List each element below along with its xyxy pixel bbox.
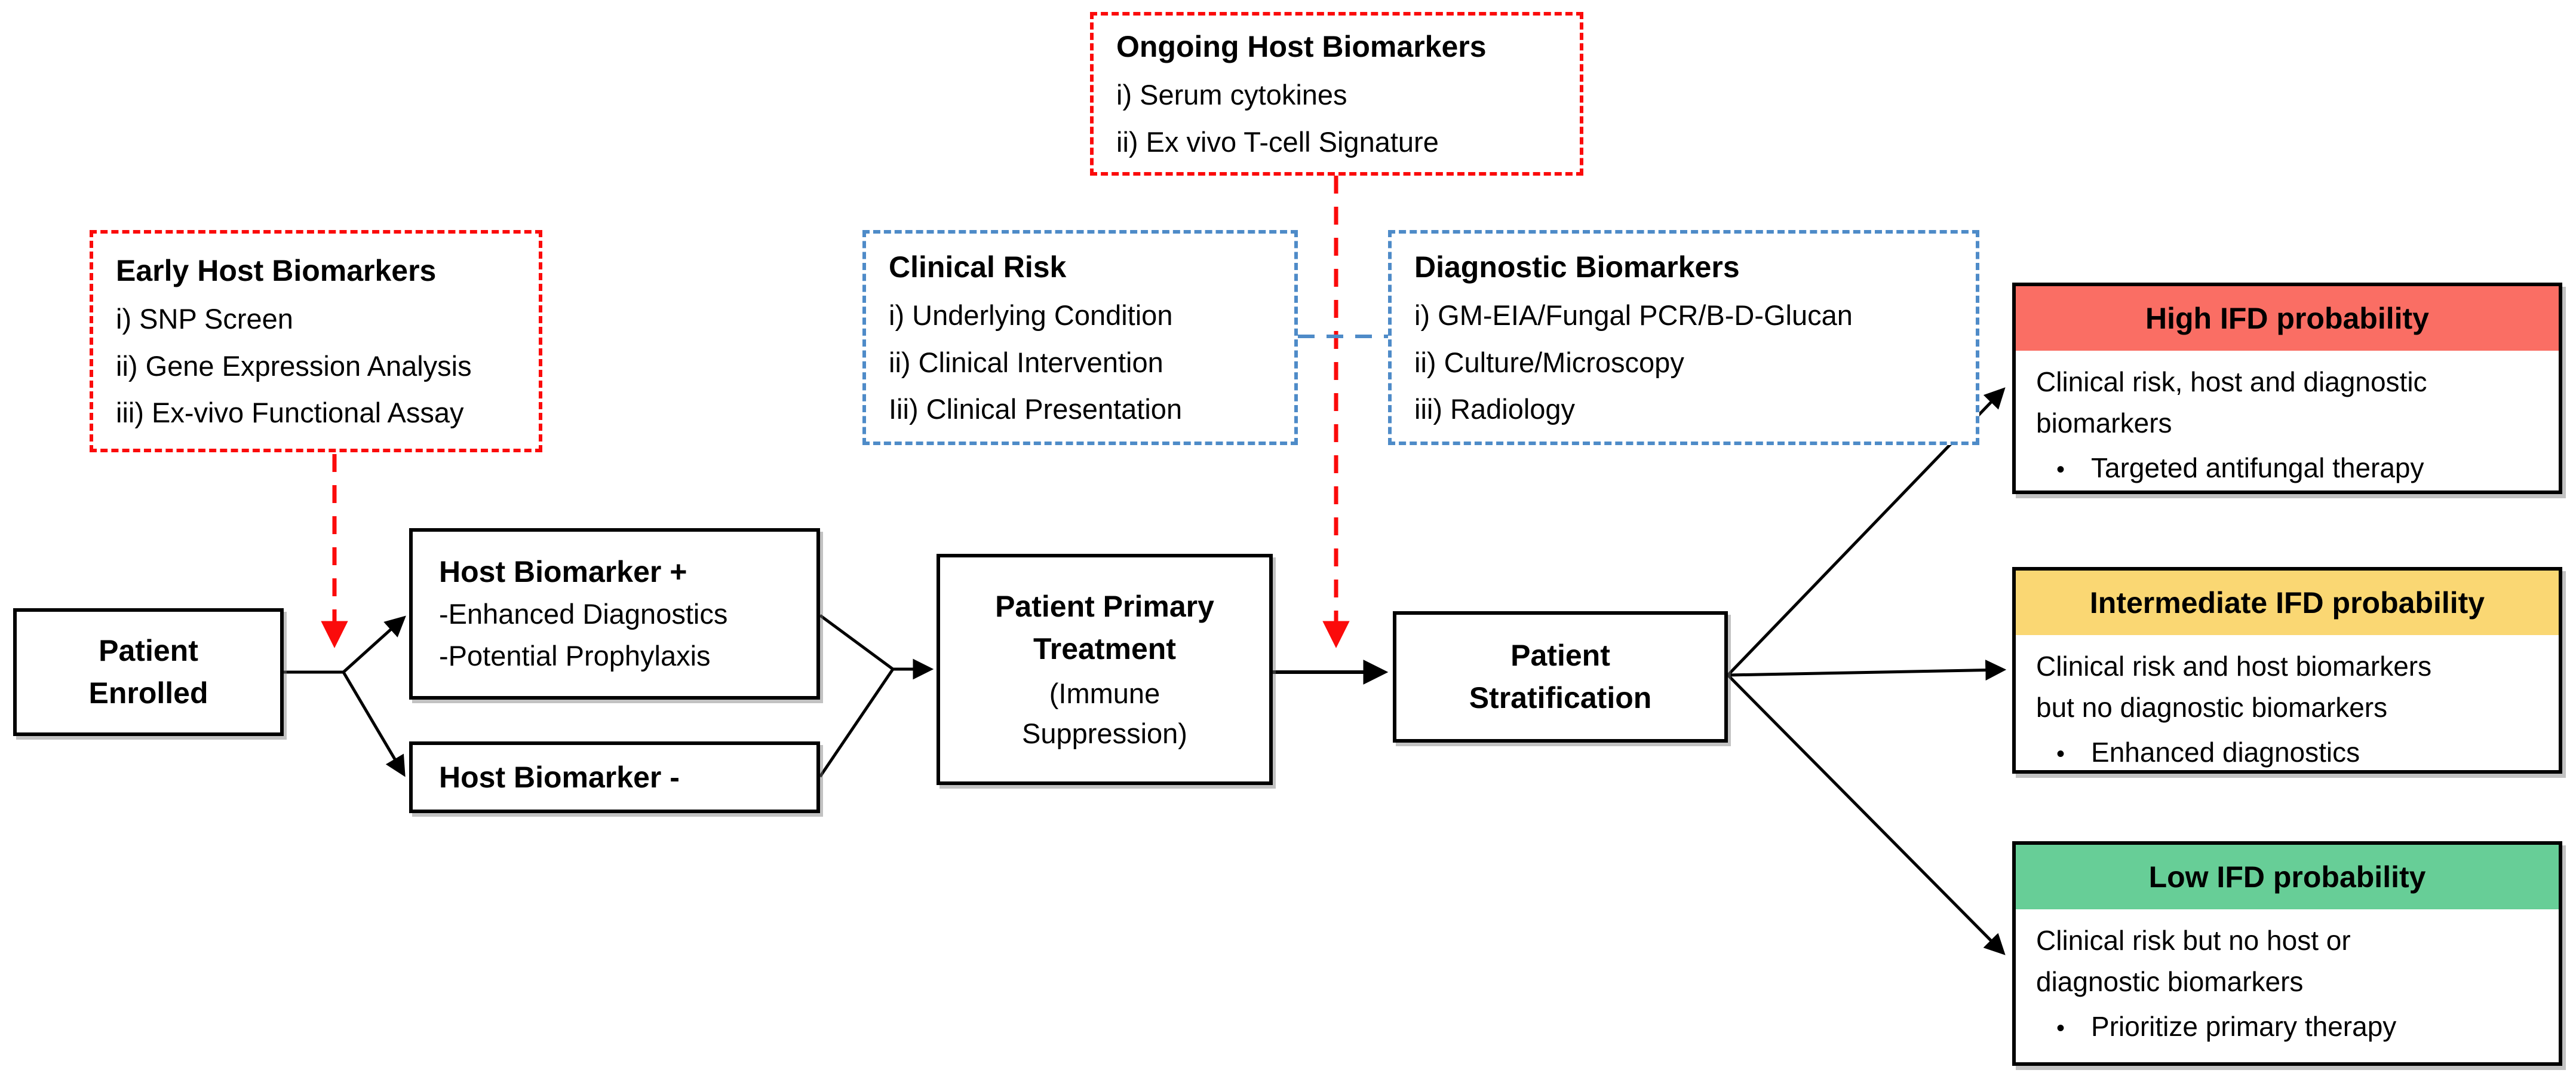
node-title: Patient Primary Treatment [995, 589, 1214, 666]
note-early-host-biomarkers: Early Host Biomarkers i) SNP Screen ii) … [90, 230, 542, 452]
node-line: -Enhanced Diagnostics [439, 597, 728, 630]
node-subtitle: (Immune Suppression) [1022, 677, 1187, 749]
outcome-header: Intermediate IFD probability [2016, 571, 2559, 635]
note-title: Early Host Biomarkers [116, 253, 437, 287]
outcome-description: Clinical risk and host biomarkers but no… [2036, 651, 2432, 723]
outcome-header: Low IFD probability [2016, 845, 2559, 909]
bullet-icon: • [2056, 741, 2065, 767]
note-item: Iii) Clinical Presentation [889, 393, 1183, 425]
note-item: iii) Radiology [1414, 393, 1576, 425]
node-title: Patient Stratification [1469, 639, 1652, 715]
note-item: i) GM-EIA/Fungal PCR/B-D-Glucan [1414, 299, 1853, 331]
note-item: i) SNP Screen [116, 302, 293, 335]
note-diagnostic-biomarkers: Diagnostic Biomarkers i) GM-EIA/Fungal P… [1388, 230, 1979, 445]
outcome-description: Clinical risk but no host or diagnostic … [2036, 925, 2351, 997]
outcome-action: Enhanced diagnostics [2091, 737, 2360, 768]
line-negative-to-merge [818, 668, 895, 778]
node-patient-stratification: Patient Stratification [1393, 611, 1728, 743]
note-title: Diagnostic Biomarkers [1414, 250, 1740, 284]
note-item: i) Serum cytokines [1116, 79, 1347, 111]
arrow-fork-to-biomarker-negative [342, 671, 406, 777]
outcome-description: Clinical risk, host and diagnostic bioma… [2036, 366, 2427, 439]
node-patient-primary-treatment: Patient Primary Treatment (Immune Suppre… [937, 554, 1273, 785]
node-host-biomarker-negative: Host Biomarker - [409, 741, 820, 813]
arrow-stratification-to-low [1727, 674, 2006, 955]
outcome-action: Prioritize primary therapy [2091, 1011, 2397, 1042]
note-item: ii) Gene Expression Analysis [116, 350, 472, 382]
outcome-intermediate-ifd: Intermediate IFD probability Clinical ri… [2012, 567, 2562, 774]
outcome-action: Targeted antifungal therapy [2091, 452, 2424, 483]
node-label: Patient Enrolled [88, 634, 208, 710]
node-title: Host Biomarker + [439, 554, 687, 588]
note-title: Ongoing Host Biomarkers [1116, 30, 1487, 64]
note-item: ii) Clinical Intervention [889, 346, 1163, 378]
node-title: Host Biomarker - [439, 760, 680, 794]
note-item: ii) Ex vivo T-cell Signature [1116, 126, 1439, 158]
note-item: ii) Culture/Microscopy [1414, 346, 1684, 378]
node-patient-enrolled: Patient Enrolled [13, 608, 284, 736]
outcome-low-ifd: Low IFD probability Clinical risk but no… [2012, 841, 2562, 1066]
node-host-biomarker-positive: Host Biomarker + -Enhanced Diagnostics -… [409, 528, 820, 700]
bullet-icon: • [2056, 456, 2065, 483]
outcome-high-ifd: High IFD probability Clinical risk, host… [2012, 283, 2562, 494]
arrow-stratification-to-intermediate [1727, 660, 2007, 681]
outcome-header: High IFD probability [2016, 286, 2559, 351]
note-title: Clinical Risk [889, 250, 1067, 284]
arrow-fork-to-biomarker-positive [342, 615, 406, 673]
note-item: iii) Ex-vivo Functional Assay [116, 397, 464, 429]
note-ongoing-host-biomarkers: Ongoing Host Biomarkers i) Serum cytokin… [1090, 12, 1583, 176]
node-line: -Potential Prophylaxis [439, 640, 711, 672]
line-positive-to-merge [819, 614, 894, 671]
note-item: i) Underlying Condition [889, 299, 1173, 331]
bullet-icon: • [2056, 1015, 2065, 1041]
note-clinical-risk: Clinical Risk i) Underlying Condition ii… [862, 230, 1298, 445]
